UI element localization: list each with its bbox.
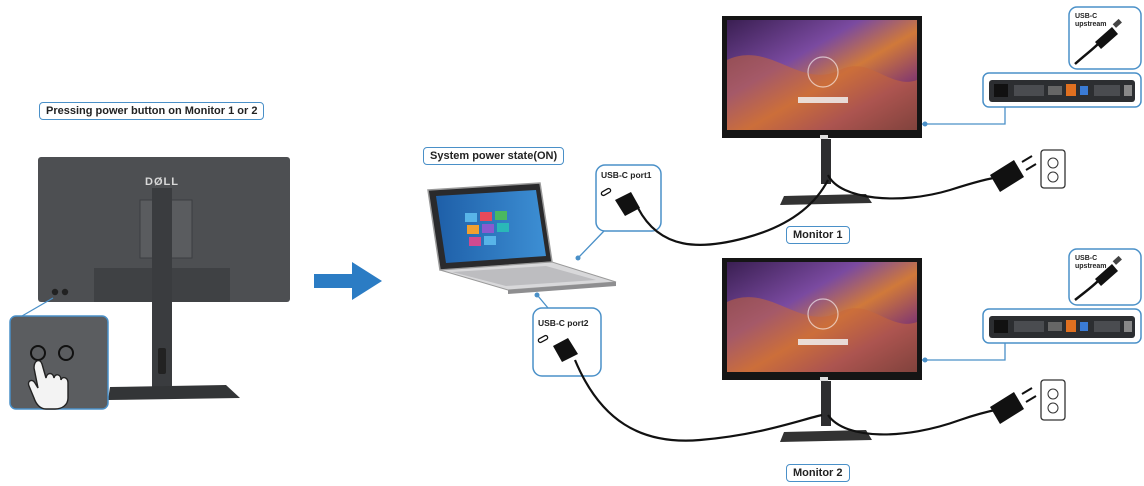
usb-c-port2-label: USB-C port2 bbox=[538, 318, 589, 328]
usb-c-upstream-callout-1 bbox=[1068, 6, 1142, 70]
monitor-2 bbox=[722, 258, 922, 442]
usb-c-port1-label: USB-C port1 bbox=[601, 170, 652, 180]
hand-press-icon bbox=[27, 359, 69, 410]
power-plug-icon bbox=[990, 155, 1037, 424]
usb-c-upstream-label-1: USB-C upstream bbox=[1075, 13, 1107, 29]
arrow-right-icon bbox=[314, 262, 382, 300]
press-power-label: Pressing power button on Monitor 1 or 2 bbox=[39, 102, 265, 120]
usb-c-port1-callout bbox=[575, 164, 662, 261]
io-panel-monitor-1 bbox=[922, 72, 1142, 127]
brand-logo: DØLL bbox=[145, 176, 179, 188]
monitor-1 bbox=[722, 16, 922, 205]
laptop-icon bbox=[427, 182, 617, 294]
usb-c-upstream-line2: upstream bbox=[1075, 21, 1107, 28]
wall-outlet-icon bbox=[1040, 149, 1066, 421]
usb-c-upstream-line1: USB-C bbox=[1075, 13, 1098, 20]
monitor-2-label: Monitor 2 bbox=[786, 464, 850, 482]
monitor-back-view bbox=[38, 157, 290, 400]
usb-c-port2-callout bbox=[532, 292, 602, 377]
usb-c-upstream-callout-2 bbox=[1068, 248, 1142, 306]
usb-c-upstream-label-2: USB-C upstream bbox=[1075, 255, 1107, 271]
usb-c-upstream-line2: upstream bbox=[1075, 263, 1107, 270]
cables bbox=[573, 174, 1001, 442]
system-state-label: System power state(ON) bbox=[423, 147, 565, 165]
io-panel-monitor-2 bbox=[922, 308, 1142, 363]
usb-c-upstream-line1: USB-C bbox=[1075, 255, 1098, 262]
monitor-1-label: Monitor 1 bbox=[786, 226, 850, 244]
